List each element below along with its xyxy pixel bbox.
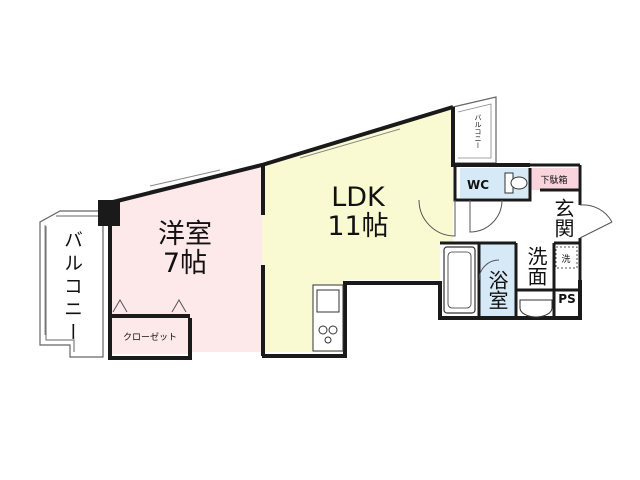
closet-area bbox=[110, 314, 190, 354]
washroom-label: 洗面 bbox=[524, 246, 548, 286]
walls bbox=[104, 105, 582, 360]
western-room-area bbox=[110, 165, 262, 352]
entrance-label: 玄関 bbox=[551, 198, 575, 238]
bathtub bbox=[443, 246, 476, 314]
kitchen-counter bbox=[312, 284, 344, 352]
column bbox=[98, 200, 120, 226]
washbasin-icon bbox=[519, 299, 553, 318]
western-room-size: 7帖 bbox=[163, 248, 207, 279]
balcony-right-label: バルコニー bbox=[474, 114, 482, 149]
balcony-left-label: バルコニー bbox=[61, 230, 83, 345]
ldk-size: 11帖 bbox=[327, 211, 388, 242]
ldk-area bbox=[262, 107, 453, 352]
closet-label: クローゼット bbox=[123, 331, 177, 343]
toilet-icon bbox=[504, 172, 528, 194]
ps-label: PS bbox=[558, 292, 575, 306]
washer-label: 洗 bbox=[561, 253, 570, 265]
shoe-box-area bbox=[530, 168, 578, 190]
western-room-name: 洋室 bbox=[158, 219, 212, 250]
closet-doors bbox=[112, 299, 187, 313]
door-swings bbox=[418, 199, 613, 281]
balcony-left bbox=[39, 210, 104, 358]
wet-area-walls bbox=[440, 163, 582, 318]
bath-area bbox=[480, 244, 516, 316]
ldk-name: LDK bbox=[331, 182, 386, 213]
bath-label: 浴室 bbox=[485, 270, 509, 310]
wc-label: WC bbox=[467, 178, 489, 192]
washer-space bbox=[555, 246, 578, 269]
shoe-box-label: 下駄箱 bbox=[540, 174, 567, 186]
